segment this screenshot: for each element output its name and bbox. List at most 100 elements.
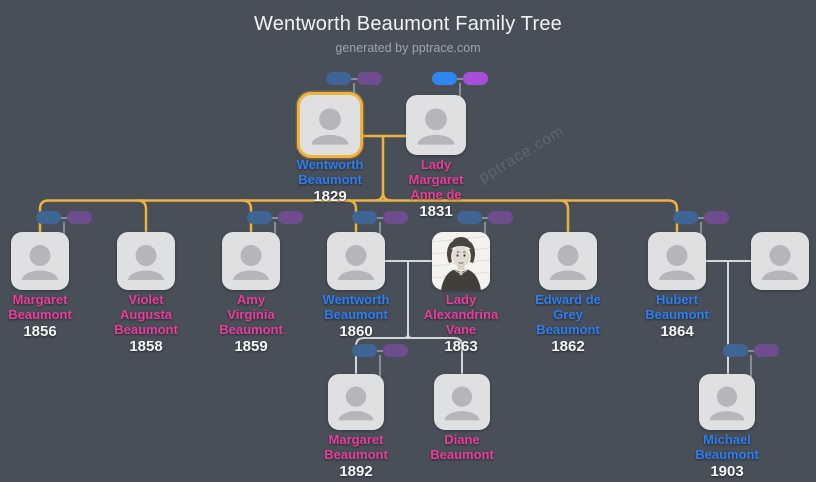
mother-chip[interactable] bbox=[383, 211, 408, 224]
person-card-diane-beaumont[interactable] bbox=[434, 374, 490, 430]
father-chip[interactable] bbox=[36, 211, 61, 224]
person-silhouette-icon bbox=[338, 245, 374, 280]
parent-chips-lady-alexandrina-vane-1863 bbox=[457, 211, 513, 235]
person-name-line: Vane bbox=[445, 322, 477, 337]
page-title: Wentworth Beaumont Family Tree bbox=[254, 13, 562, 35]
person-year: 1863 bbox=[444, 338, 478, 355]
parent-chips-michael-beaumont-1903 bbox=[723, 344, 779, 377]
person-year: 1892 bbox=[339, 463, 373, 480]
page-subtitle: generated by pptrace.com bbox=[335, 41, 481, 55]
chip-descent-line bbox=[459, 83, 461, 98]
person-name-line: Hubert bbox=[656, 292, 698, 307]
parent-chips-amy-virginia-beaumont-1859 bbox=[247, 211, 303, 235]
person-year: 1858 bbox=[129, 338, 163, 355]
person-name-line: Margaret bbox=[408, 172, 464, 187]
person-name-line: Violet bbox=[128, 292, 164, 307]
person-name-line: Augusta bbox=[120, 307, 172, 322]
person-silhouette-icon bbox=[709, 386, 745, 421]
father-chip[interactable] bbox=[673, 211, 698, 224]
person-name-line: Margaret bbox=[12, 292, 68, 307]
person-name-line: Beaumont bbox=[695, 447, 759, 462]
father-chip[interactable] bbox=[432, 72, 457, 85]
person-year: 1829 bbox=[313, 188, 347, 205]
person-name-line: Beaumont bbox=[114, 322, 178, 337]
mother-chip[interactable] bbox=[278, 211, 303, 224]
chip-link-line bbox=[457, 77, 463, 80]
chip-link-line bbox=[377, 216, 383, 219]
person-silhouette-icon bbox=[659, 245, 695, 280]
person-card-lady-margaret-anne-de-1831[interactable] bbox=[406, 95, 466, 155]
person-name-line: Beaumont bbox=[430, 447, 494, 462]
chip-link-line bbox=[61, 216, 67, 219]
person-name-line: Michael bbox=[703, 432, 751, 447]
person-name-line: Beaumont bbox=[8, 307, 72, 322]
person-card-wentworth-beaumont-1860[interactable] bbox=[327, 232, 385, 290]
mother-chip[interactable] bbox=[488, 211, 513, 224]
father-chip[interactable] bbox=[457, 211, 482, 224]
person-name-line: Beaumont bbox=[324, 447, 388, 462]
person-card-edward-de-grey-beaumont-1862[interactable] bbox=[539, 232, 597, 290]
person-name-line: Anne de bbox=[410, 187, 462, 202]
mother-chip[interactable] bbox=[383, 344, 408, 357]
person-name-line: Alexandrina bbox=[423, 307, 499, 322]
person-silhouette-icon bbox=[338, 386, 374, 421]
chip-descent-line bbox=[353, 83, 355, 98]
person-card-lady-alexandrina-vane-1863[interactable] bbox=[432, 232, 490, 290]
person-card-margaret-beaumont-1892[interactable] bbox=[328, 374, 384, 430]
mother-chip[interactable] bbox=[67, 211, 92, 224]
person-year: 1864 bbox=[660, 323, 694, 340]
person-card-violet-augusta-beaumont-1858[interactable] bbox=[117, 232, 175, 290]
person-card-amy-virginia-beaumont-1859[interactable] bbox=[222, 232, 280, 290]
mother-chip[interactable] bbox=[704, 211, 729, 224]
person-silhouette-icon bbox=[417, 108, 455, 145]
chip-link-line bbox=[377, 349, 383, 352]
chip-descent-line bbox=[484, 222, 486, 235]
person-photo bbox=[432, 232, 490, 290]
person-year: 1862 bbox=[551, 338, 585, 355]
person-name-line: Lady bbox=[420, 157, 452, 172]
person-silhouette-icon bbox=[22, 245, 58, 280]
chip-descent-line bbox=[750, 355, 752, 377]
person-silhouette-icon bbox=[550, 245, 586, 280]
father-chip[interactable] bbox=[723, 344, 748, 357]
person-name-line: Beaumont bbox=[536, 322, 600, 337]
person-card-hubert-beaumont-1864[interactable] bbox=[648, 232, 706, 290]
person-name-line: Grey bbox=[553, 307, 583, 322]
person-silhouette-icon bbox=[233, 245, 269, 280]
person-year: 1859 bbox=[234, 338, 268, 355]
father-chip[interactable] bbox=[352, 344, 377, 357]
person-card-unnamed-spouse[interactable] bbox=[751, 232, 809, 290]
chip-descent-line bbox=[274, 222, 276, 235]
person-card-wentworth-beaumont-1829[interactable] bbox=[297, 92, 363, 158]
person-name-line: Margaret bbox=[328, 432, 384, 447]
mother-chip[interactable] bbox=[463, 72, 488, 85]
father-chip[interactable] bbox=[352, 211, 377, 224]
person-silhouette-icon bbox=[762, 245, 798, 280]
highlighted-edges bbox=[38, 134, 679, 233]
person-card-margaret-beaumont-1856[interactable] bbox=[11, 232, 69, 290]
person-card-michael-beaumont-1903[interactable] bbox=[699, 374, 755, 430]
mother-chip[interactable] bbox=[357, 72, 382, 85]
person-name-line: Lady bbox=[445, 292, 477, 307]
parent-chips-wentworth-beaumont-1860 bbox=[352, 211, 408, 235]
person-year: 1903 bbox=[710, 463, 744, 480]
mother-chip[interactable] bbox=[754, 344, 779, 357]
parent-chips-hubert-beaumont-1864 bbox=[673, 211, 729, 235]
parent-chips-margaret-beaumont-1892 bbox=[352, 344, 408, 377]
chip-descent-line bbox=[379, 355, 381, 377]
person-silhouette-icon bbox=[444, 386, 480, 421]
person-name-line: Edward de bbox=[535, 292, 601, 307]
father-chip[interactable] bbox=[247, 211, 272, 224]
person-name-line: Diane bbox=[444, 432, 480, 447]
chip-descent-line bbox=[379, 222, 381, 235]
father-chip[interactable] bbox=[326, 72, 351, 85]
person-year: 1860 bbox=[339, 323, 373, 340]
chip-descent-line bbox=[700, 222, 702, 235]
edge-gen2-trunk bbox=[38, 199, 679, 233]
